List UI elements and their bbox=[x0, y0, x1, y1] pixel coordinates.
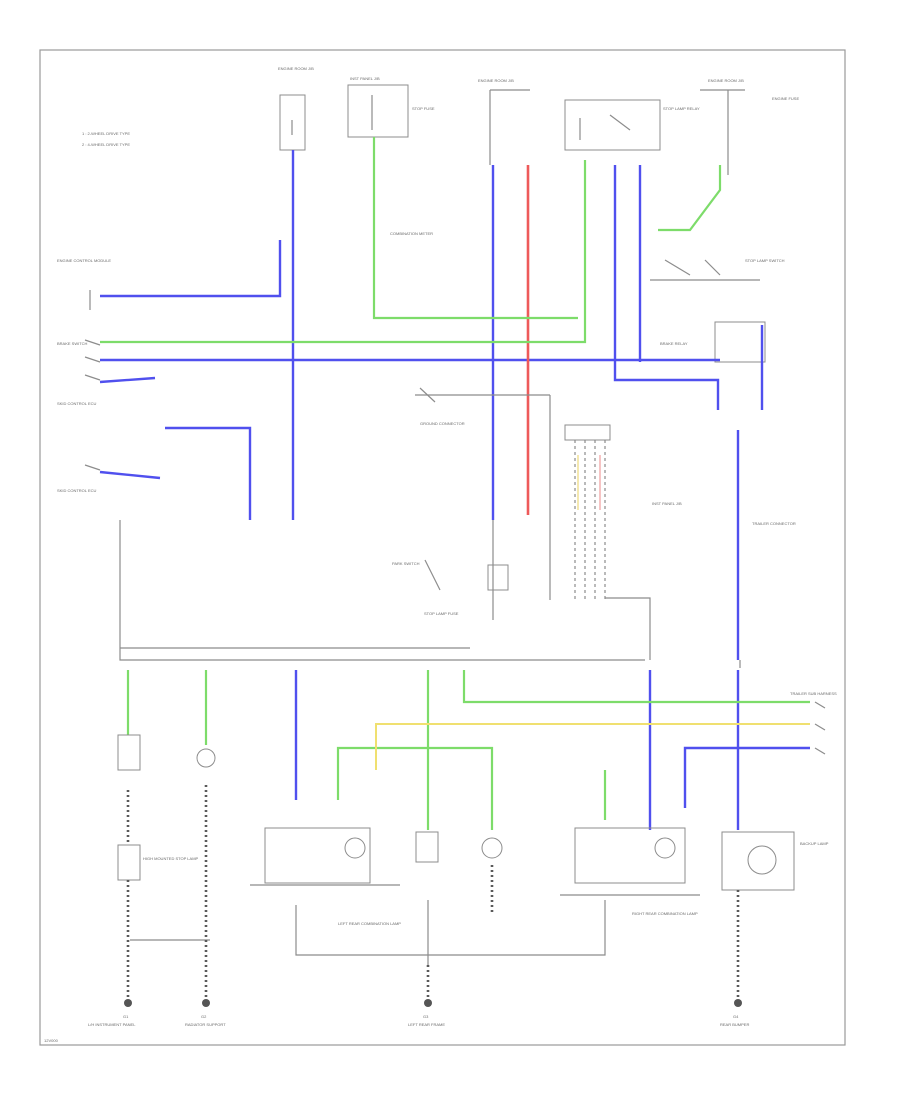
ground-3-sub: LEFT REAR FRAME bbox=[408, 1022, 445, 1027]
trailer-sub-label: TRAILER SUB HARNESS bbox=[790, 691, 837, 696]
wire-blue-4 bbox=[99, 376, 156, 384]
wire-gray-main-bus bbox=[119, 520, 645, 661]
backup-lamp: BACKUP LAMP bbox=[721, 831, 829, 1007]
legend-line-1: 1 : 2-WHEEL DRIVE TYPE bbox=[82, 131, 130, 136]
stop-lamp-fuse-label: STOP LAMP FUSE bbox=[424, 611, 459, 616]
stop-lamp-relay: STOP LAMP RELAY bbox=[564, 99, 700, 151]
ground-3-label: G3 bbox=[423, 1014, 429, 1019]
rear-right-combination-lamp: RIGHT REAR COMBINATION LAMP bbox=[560, 827, 700, 916]
combination-meter-label: COMBINATION METER bbox=[390, 231, 433, 236]
brake-relay-label: BRAKE RELAY bbox=[660, 341, 688, 346]
wire-green-1 bbox=[100, 160, 587, 344]
top-fuse-label: ENGINE ROOM J/B bbox=[278, 66, 314, 71]
ecm-left3-label: SKID CONTROL ECU bbox=[57, 488, 97, 493]
park-switch-label: PARK SWITCH bbox=[392, 561, 420, 566]
wire-blue-8 bbox=[613, 165, 720, 410]
wire-green-8 bbox=[336, 746, 494, 830]
fuse-box-2-label: ENGINE ROOM J/B bbox=[478, 78, 514, 83]
ecm-left-label: ENGINE CONTROL MODULE bbox=[57, 258, 111, 263]
park-switch: PARK SWITCH STOP LAMP FUSE bbox=[392, 559, 509, 616]
fuse-box-3: ENGINE ROOM J/B ENGINE FUSE bbox=[700, 78, 799, 175]
middle-lamps bbox=[415, 831, 503, 915]
ground-2-label: G2 bbox=[201, 1014, 207, 1019]
stop-switch-label: STOP LAMP SWITCH bbox=[745, 258, 785, 263]
wire-gray-8 bbox=[295, 900, 606, 956]
left-switch-block: ENGINE CONTROL MODULE BRAKE SWITCH SKID … bbox=[57, 258, 111, 493]
trailer-connector-label: TRAILER CONNECTOR bbox=[752, 521, 796, 526]
ground-1-sub: L/H INSTRUMENT PANEL bbox=[88, 1022, 136, 1027]
wire-blue-5 bbox=[165, 426, 252, 520]
wire-green-3 bbox=[658, 165, 722, 232]
wire-blue-6 bbox=[99, 470, 161, 480]
diagram-frame bbox=[39, 49, 846, 1046]
top-fuse-block: ENGINE ROOM J/B bbox=[278, 66, 314, 151]
backup-label: BACKUP LAMP bbox=[800, 841, 829, 846]
legend-line-2: 2 : 4-WHEEL DRIVE TYPE bbox=[82, 142, 130, 147]
brake-switch-left-label: BRAKE SWITCH bbox=[57, 341, 88, 346]
fuse-box-3-label: ENGINE ROOM J/B bbox=[708, 78, 744, 83]
brake-relay: BRAKE RELAY bbox=[660, 321, 766, 363]
relay-label: STOP LAMP RELAY bbox=[663, 106, 700, 111]
engine-fuse-label: ENGINE FUSE bbox=[772, 96, 799, 101]
left-lamp-2 bbox=[196, 748, 216, 1007]
wire-green-4 bbox=[462, 670, 810, 704]
wire-yellow-1 bbox=[375, 723, 810, 770]
mid-fuse-box-label: INST PANEL J/B bbox=[652, 501, 682, 506]
ground-1-label: G1 bbox=[123, 1014, 129, 1019]
ground-4-sub: REAR BUMPER bbox=[720, 1022, 749, 1027]
fuse-box-2: ENGINE ROOM J/B bbox=[478, 78, 530, 165]
fuse-box-1-label: INST PANEL J/B bbox=[350, 76, 380, 81]
rear-left-label: LEFT REAR COMBINATION LAMP bbox=[338, 921, 401, 926]
left-lamp-1 bbox=[117, 734, 141, 1007]
fuse-box-1: INST PANEL J/B STOP FUSE bbox=[347, 76, 435, 138]
stop-fuse-label: STOP FUSE bbox=[412, 106, 435, 111]
trailer-sub-harness: TRAILER SUB HARNESS bbox=[790, 691, 837, 755]
connector-column bbox=[564, 424, 611, 600]
ground-2-sub: RADIATOR SUPPORT bbox=[185, 1022, 226, 1027]
ground-connector-label: GROUND CONNECTOR bbox=[420, 421, 465, 426]
ecm-left2-label: SKID CONTROL ECU bbox=[57, 401, 97, 406]
ground-connector: GROUND CONNECTOR bbox=[415, 387, 465, 426]
hmsl-label: HIGH MOUNTED STOP LAMP bbox=[143, 856, 199, 861]
wire-green-2 bbox=[372, 137, 578, 320]
wire-gray-6 bbox=[605, 597, 651, 660]
rear-right-label: RIGHT REAR COMBINATION LAMP bbox=[632, 911, 698, 916]
rear-left-combination-lamp: LEFT REAR COMBINATION LAMP bbox=[250, 827, 401, 926]
wire-blue-1 bbox=[100, 240, 282, 298]
center-ground bbox=[424, 965, 432, 1007]
wire-blue-14 bbox=[683, 746, 810, 808]
ground-4-label: G4 bbox=[733, 1014, 739, 1019]
footer-code: 12V000 bbox=[44, 1038, 59, 1043]
stop-lamp-switch: STOP LAMP SWITCH bbox=[650, 258, 785, 281]
